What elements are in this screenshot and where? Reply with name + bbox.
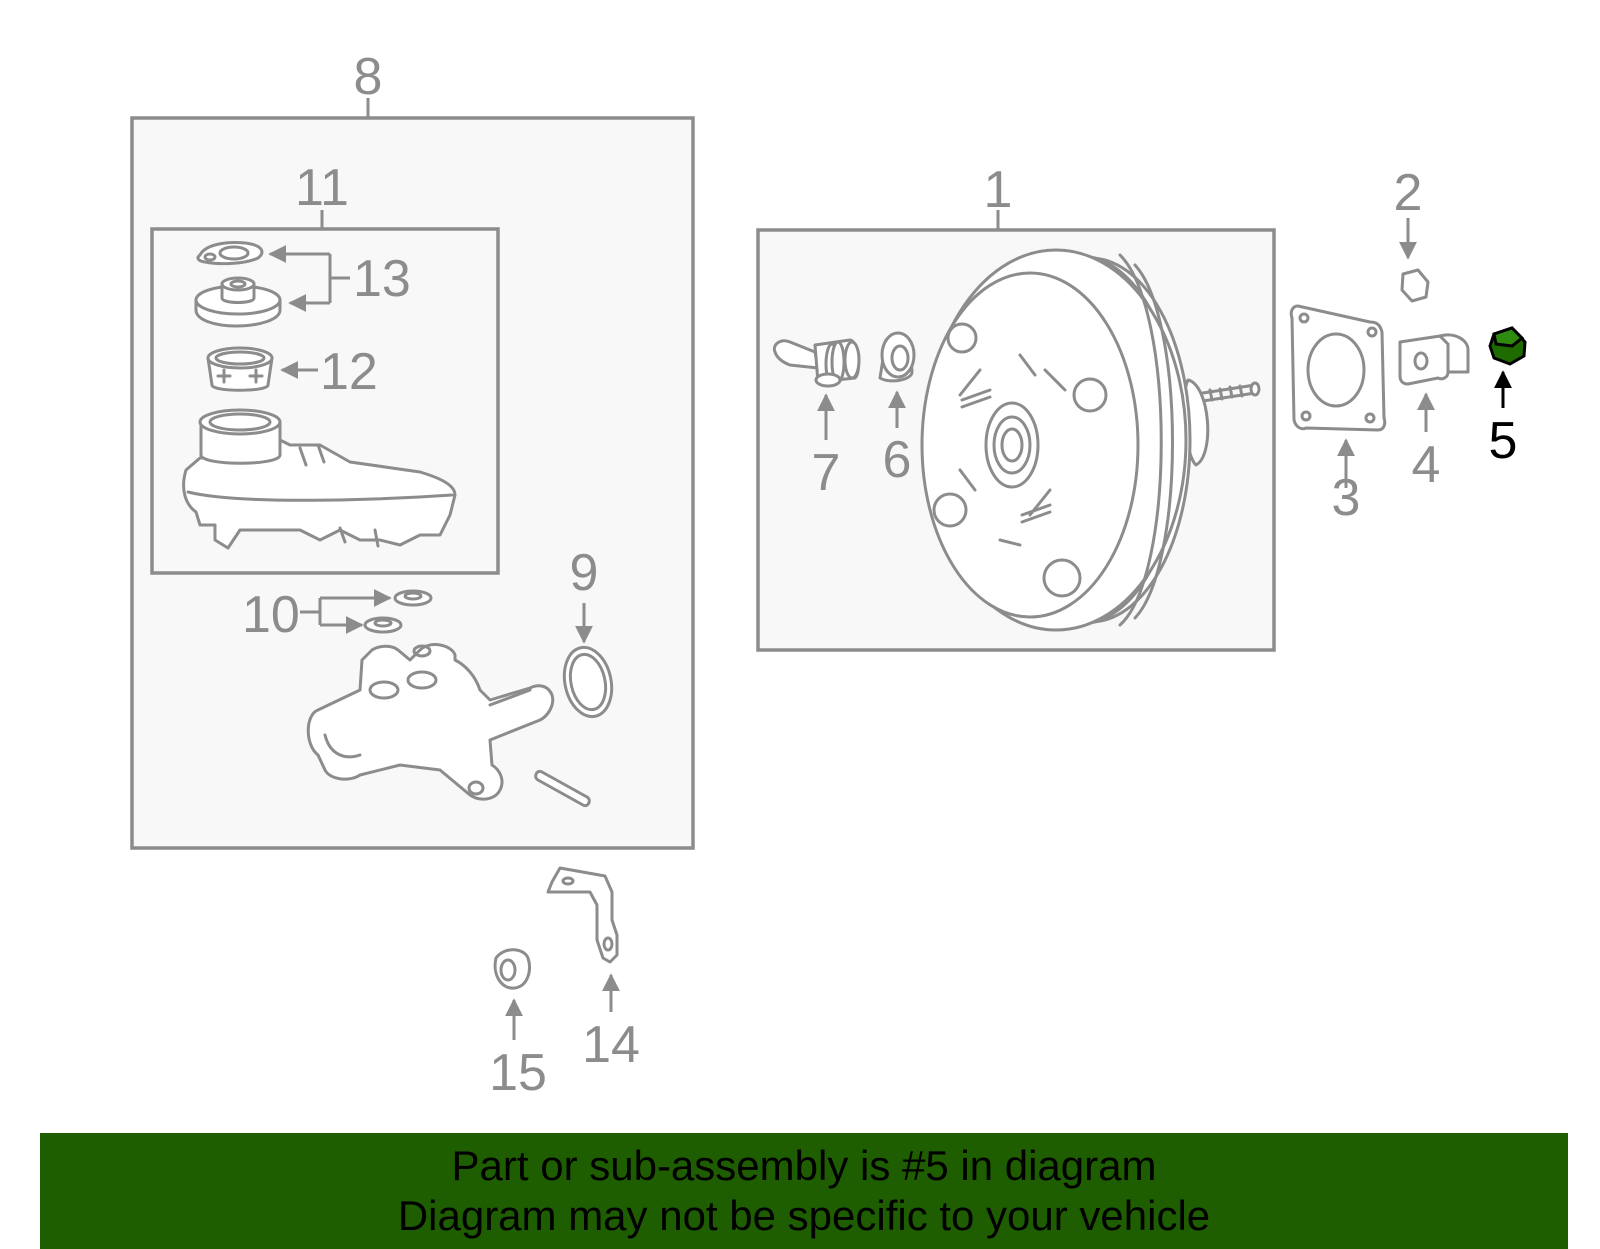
- callout-2[interactable]: 2: [1394, 164, 1423, 222]
- part-4-clevis[interactable]: [1398, 333, 1470, 386]
- banner-line-part: Part or sub-assembly is #5 in diagram: [451, 1142, 1157, 1189]
- part-14-bracket-hole: [561, 876, 575, 886]
- leader-10: [300, 589, 392, 634]
- part-1-brake-booster[interactable]: [920, 248, 1261, 632]
- callout-11[interactable]: 11: [295, 159, 349, 217]
- part-10-grommets[interactable]: [363, 589, 433, 634]
- part-13-reservoir-cap[interactable]: [194, 241, 282, 328]
- part-pin[interactable]: [534, 769, 591, 808]
- callout-10[interactable]: 10: [242, 586, 300, 644]
- part-14-bracket[interactable]: [546, 866, 619, 964]
- part-7-check-valve[interactable]: [772, 338, 861, 388]
- callout-15[interactable]: 15: [489, 1044, 547, 1102]
- leader-13: [268, 245, 350, 312]
- part-11-reservoir-tank[interactable]: [182, 408, 457, 550]
- callout-9[interactable]: 9: [570, 544, 599, 602]
- part-5-nut-highlighted[interactable]: [1488, 326, 1527, 366]
- callout-12[interactable]: 12: [320, 343, 378, 401]
- callout-6[interactable]: 6: [883, 431, 912, 489]
- part-3-gasket[interactable]: [1289, 304, 1387, 432]
- callout-8[interactable]: 8: [354, 48, 383, 106]
- part-14-bracket-slot: [602, 936, 614, 952]
- part-master-cylinder[interactable]: [306, 643, 555, 801]
- callout-5[interactable]: 5: [1489, 412, 1518, 470]
- banner-line-disclaimer: Diagram may not be specific to your vehi…: [397, 1192, 1211, 1239]
- part-12-strainer[interactable]: [206, 346, 274, 392]
- info-banner: Part or sub-assembly is #5 in diagram Di…: [40, 1133, 1568, 1249]
- part-15-bushing[interactable]: [493, 948, 531, 990]
- callout-7[interactable]: 7: [812, 444, 841, 502]
- callout-14[interactable]: 14: [582, 1016, 640, 1074]
- callout-1[interactable]: 1: [984, 161, 1013, 219]
- part-6-grommet[interactable]: [878, 331, 916, 383]
- callout-4[interactable]: 4: [1412, 436, 1441, 494]
- callout-13[interactable]: 13: [353, 250, 411, 308]
- part-2-nut[interactable]: [1400, 268, 1430, 303]
- callout-3[interactable]: 3: [1332, 469, 1361, 527]
- part-9-o-ring-inner: [568, 652, 608, 712]
